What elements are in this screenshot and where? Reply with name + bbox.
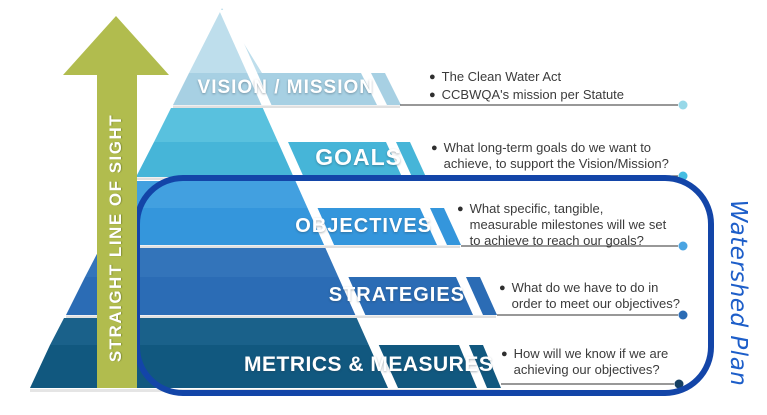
level-label-strategies: STRATEGIES [328,284,465,306]
note-line: ● CCBWQA's mission per Statute [429,86,624,104]
note-line: ● How will we know if we are achieving o… [501,346,668,378]
bullet-icon: ● [501,348,508,360]
watershed-plan-label: Watershed Plan [725,199,751,387]
objectives-notes: ● What specific, tangible, measurable mi… [457,201,666,249]
bullet-icon: ● [457,203,464,215]
vision-connector-dot [678,100,688,110]
note-text: What do we have to do in order to meet o… [511,280,681,311]
vision-notes: ● The Clean Water Act ● CCBWQA's mission… [429,68,624,104]
strategies-band-end-sliver [466,277,497,315]
up-arrow [63,16,169,388]
goals-upper [154,108,282,142]
note-text: What long-term goals do we want to achie… [443,140,669,171]
note-text: What specific, tangible, measurable mile… [469,201,667,248]
vision-band [173,73,377,105]
level-label-objectives: OBJECTIVES [295,215,432,237]
objectives-connector-dot [678,241,688,251]
bullet-icon: ● [429,89,436,101]
note-text: How will we know if we are achieving our… [513,346,669,377]
objectives-band [101,208,437,245]
goals-band [136,142,402,177]
strategies-band [66,277,473,315]
bullet-icon: ● [431,142,438,154]
metrics-band [30,345,477,388]
objectives-band-end-sliver [430,208,461,245]
goals-notes: ● What long-term goals do we want to ach… [431,140,669,172]
level-label-metrics-measures: METRICS & MEASURES [244,353,494,376]
level-label-vision-mission: VISION / MISSION [197,77,374,98]
strategies-notes: ● What do we have to do in order to meet… [499,280,680,312]
strategies-upper [85,248,343,277]
metrics-connector-dot [674,379,684,389]
strategies-connector-dot [678,310,688,320]
note-text: The Clean Water Act [441,69,562,84]
vision-band-end-sliver [371,73,401,105]
bullet-icon: ● [429,71,436,83]
bullet-icon: ● [499,282,506,294]
note-line: ● The Clean Water Act [429,68,624,86]
note-line: ● What specific, tangible, measurable mi… [457,201,666,249]
metrics-band-end-sliver [469,345,501,388]
arrow-label: STRAIGHT LINE OF SIGHT [106,113,125,363]
goals-band-end-sliver [396,142,426,177]
note-line: ● What do we have to do in order to meet… [499,280,680,312]
level-label-goals: GOALS [315,144,402,170]
diagonal-white-stripe [219,10,398,388]
metrics-notes: ● How will we know if we are achieving o… [501,346,668,378]
note-line: ● What long-term goals do we want to ach… [431,140,669,172]
objectives-upper [120,181,312,208]
note-text: CCBWQA's mission per Statute [441,87,625,102]
